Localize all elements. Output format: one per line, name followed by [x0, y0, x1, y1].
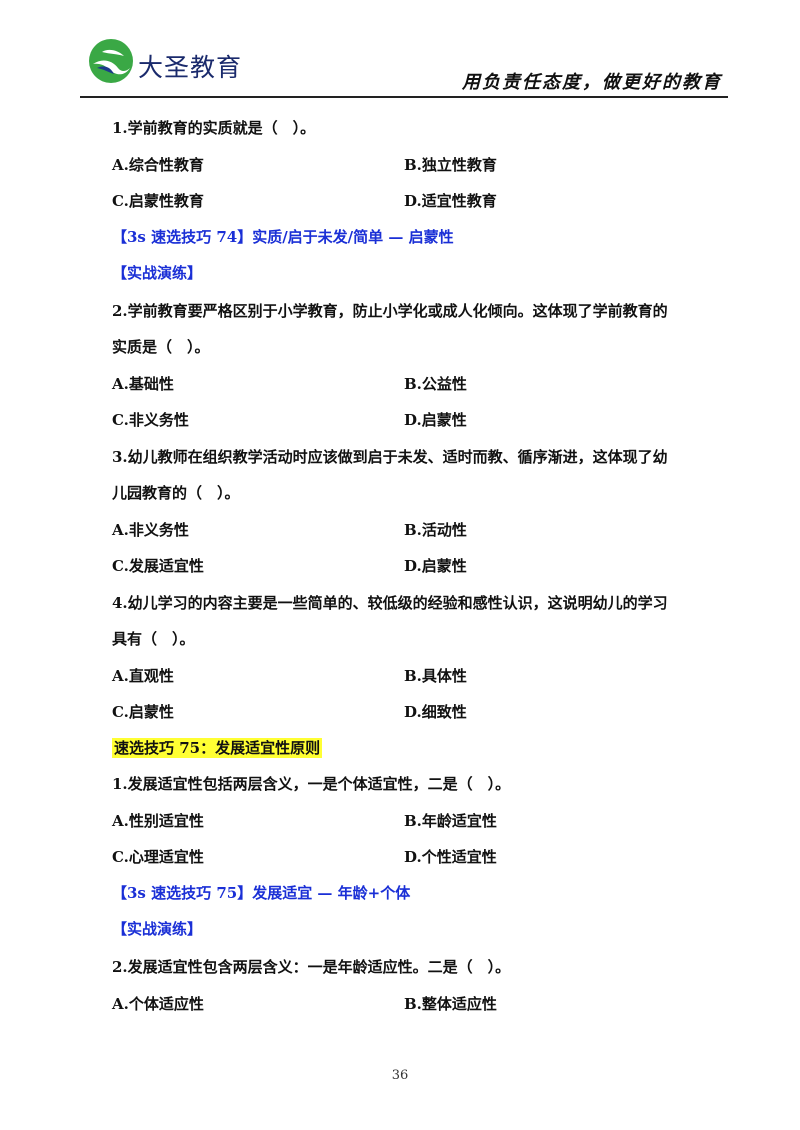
q2-option-b: B.公益性 [404, 375, 467, 393]
q3-option-c: C.发展适宜性 [112, 557, 204, 575]
q1-option-d: D.适宜性教育 [404, 192, 497, 210]
q4-stem-line1: 4.幼儿学习的内容主要是一些简单的、较低级的经验和感性认识，这说明幼儿的学习 [112, 594, 668, 612]
q4-option-b: B.具体性 [404, 667, 467, 685]
tip-74: 【3s 速选技巧 74】实质/启于未发/简单 — 启蒙性 [112, 228, 454, 246]
page-header: 大圣教育 用负责任态度，做更好的教育 [80, 36, 728, 98]
q5-stem: 1.发展适宜性包括两层含义，一是个体适宜性，二是（ ）。 [112, 775, 511, 793]
page-content: 1.学前教育的实质就是（ ）。 A.综合性教育 B.独立性教育 C.启蒙性教育 … [112, 116, 722, 1014]
q5-options-cd: C.心理适宜性 D.个性适宜性 [112, 847, 722, 867]
q6-options-ab: A.个体适应性 B.整体适应性 [112, 994, 722, 1014]
page-number: 36 [391, 1068, 409, 1083]
practice-heading-1: 【实战演练】 [112, 264, 203, 282]
q2-options-cd: C.非义务性 D.启蒙性 [112, 410, 722, 430]
q2-option-a: A.基础性 [112, 375, 174, 393]
q6-option-a: A.个体适应性 [112, 995, 204, 1013]
q6-stem: 2.发展适宜性包含两层含义：一是年龄适应性。二是（ ）。 [112, 958, 511, 976]
tip-75: 【3s 速选技巧 75】发展适宜 — 年龄+个体 [112, 884, 411, 902]
q1-stem: 1.学前教育的实质就是（ ）。 [112, 119, 316, 137]
q2-options-ab: A.基础性 B.公益性 [112, 374, 722, 394]
q4-option-d: D.细致性 [404, 703, 467, 721]
q1-options-cd: C.启蒙性教育 D.适宜性教育 [112, 191, 722, 211]
q3-option-d: D.启蒙性 [404, 557, 467, 575]
q1-option-b: B.独立性教育 [404, 156, 497, 174]
q2-option-d: D.启蒙性 [404, 411, 467, 429]
logo-icon [89, 39, 133, 83]
q2-option-c: C.非义务性 [112, 411, 189, 429]
q4-options-cd: C.启蒙性 D.细致性 [112, 702, 722, 722]
q1-option-a: A.综合性教育 [112, 156, 204, 174]
q5-option-c: C.心理适宜性 [112, 848, 204, 866]
q3-option-a: A.非义务性 [112, 521, 189, 539]
brand-name: 大圣教育 [138, 53, 243, 82]
section-75-highlight: 速选技巧 75：发展适宜性原则 [112, 738, 323, 758]
q3-option-b: B.活动性 [404, 521, 467, 539]
q3-stem-line1: 3.幼儿教师在组织教学活动时应该做到启于未发、适时而教、循序渐进，这体现了幼 [112, 448, 668, 466]
q4-option-c: C.启蒙性 [112, 703, 174, 721]
q6-option-b: B.整体适应性 [404, 995, 497, 1013]
q3-options-cd: C.发展适宜性 D.启蒙性 [112, 556, 722, 576]
q1-options-ab: A.综合性教育 B.独立性教育 [112, 155, 722, 175]
q5-option-b: B.年龄适宜性 [404, 812, 497, 830]
q1-option-c: C.启蒙性教育 [112, 192, 204, 210]
practice-heading-2: 【实战演练】 [112, 920, 203, 938]
q5-option-a: A.性别适宜性 [112, 812, 204, 830]
q2-stem-line1: 2.学前教育要严格区别于小学教育，防止小学化或成人化倾向。这体现了学前教育的 [112, 302, 668, 320]
q3-stem-line2: 儿园教育的（ ）。 [112, 484, 240, 502]
q2-stem-line2: 实质是（ ）。 [112, 338, 210, 356]
header-slogan: 用负责任态度，做更好的教育 [462, 72, 722, 93]
q3-options-ab: A.非义务性 B.活动性 [112, 520, 722, 540]
q4-option-a: A.直观性 [112, 667, 174, 685]
q4-stem-line2: 具有（ ）。 [112, 630, 195, 648]
q5-options-ab: A.性别适宜性 B.年龄适宜性 [112, 811, 722, 831]
q5-option-d: D.个性适宜性 [404, 848, 497, 866]
q4-options-ab: A.直观性 B.具体性 [112, 666, 722, 686]
section-75-heading: 速选技巧 75：发展适宜性原则 [112, 738, 722, 758]
